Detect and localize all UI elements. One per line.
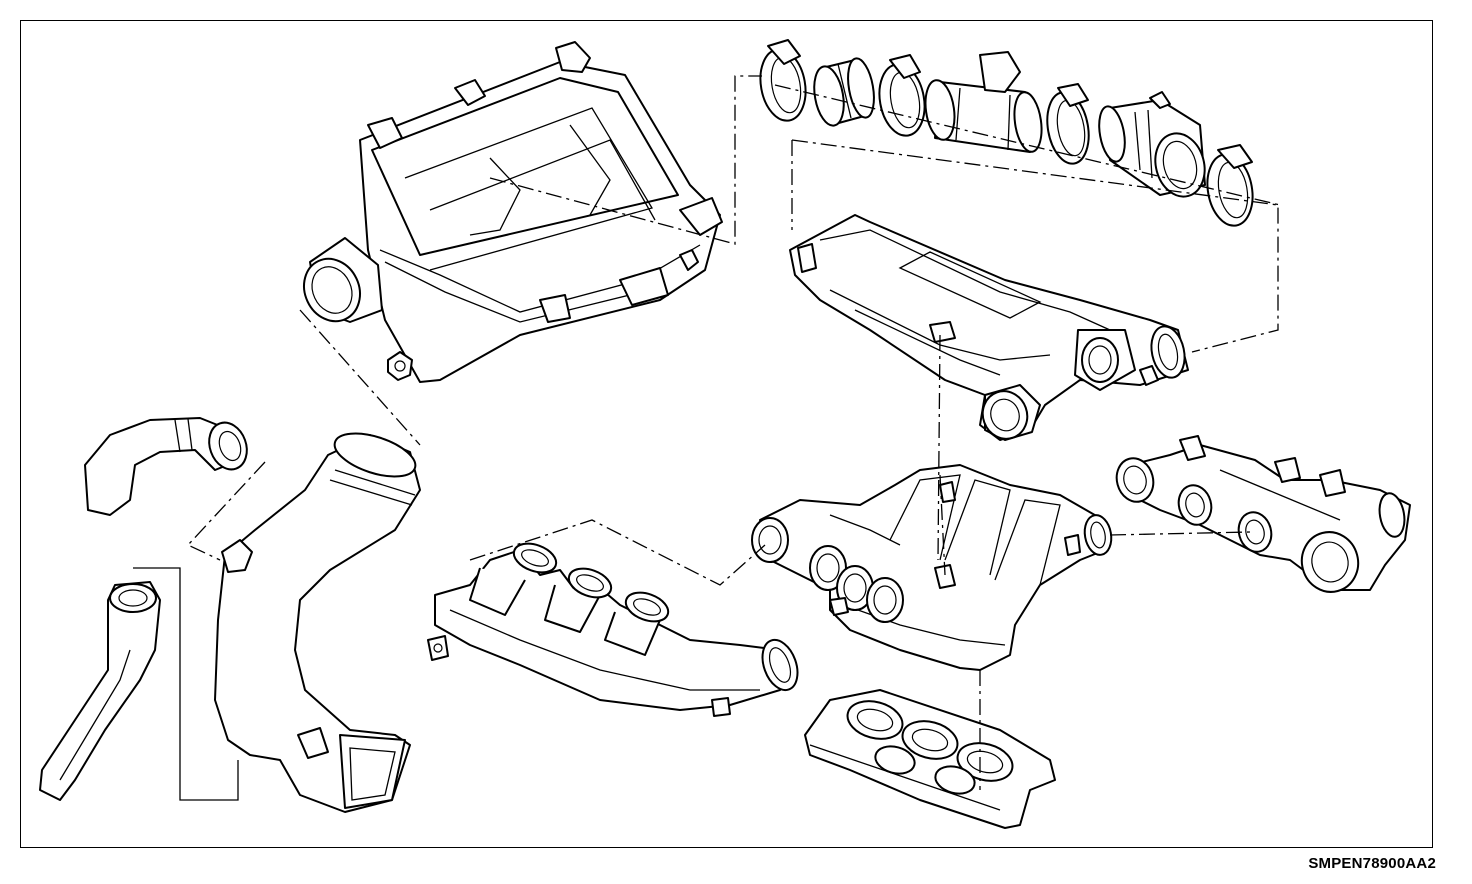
leader-lines: [133, 75, 1281, 801]
hose-clamp-1: [759, 39, 807, 122]
long-hose: [39, 581, 161, 801]
intake-manifold-gasket: [804, 689, 1056, 829]
hose-clamp-2: [878, 54, 926, 137]
throttle-body-assembly: [1115, 435, 1411, 593]
air-flow-tube: [924, 51, 1043, 153]
lower-intake-manifold: [751, 464, 1113, 671]
upper-intake-plenum: [789, 214, 1189, 441]
hose-clamp-4: [1206, 144, 1254, 227]
air-inlet-duct: [214, 432, 421, 813]
air-cleaner-housing: [303, 41, 723, 383]
hose-clamp-3: [1046, 83, 1090, 165]
left-intake-runner-manifold: [427, 542, 799, 717]
diagram-frame: [20, 20, 1433, 848]
intake-duct-assembly: [759, 39, 1254, 227]
rubber-coupling: [813, 57, 875, 127]
small-bent-hose: [84, 417, 248, 516]
reference-code: SMPEN78900AA2: [1308, 855, 1436, 872]
intake-bellows-duct: [1098, 91, 1206, 198]
